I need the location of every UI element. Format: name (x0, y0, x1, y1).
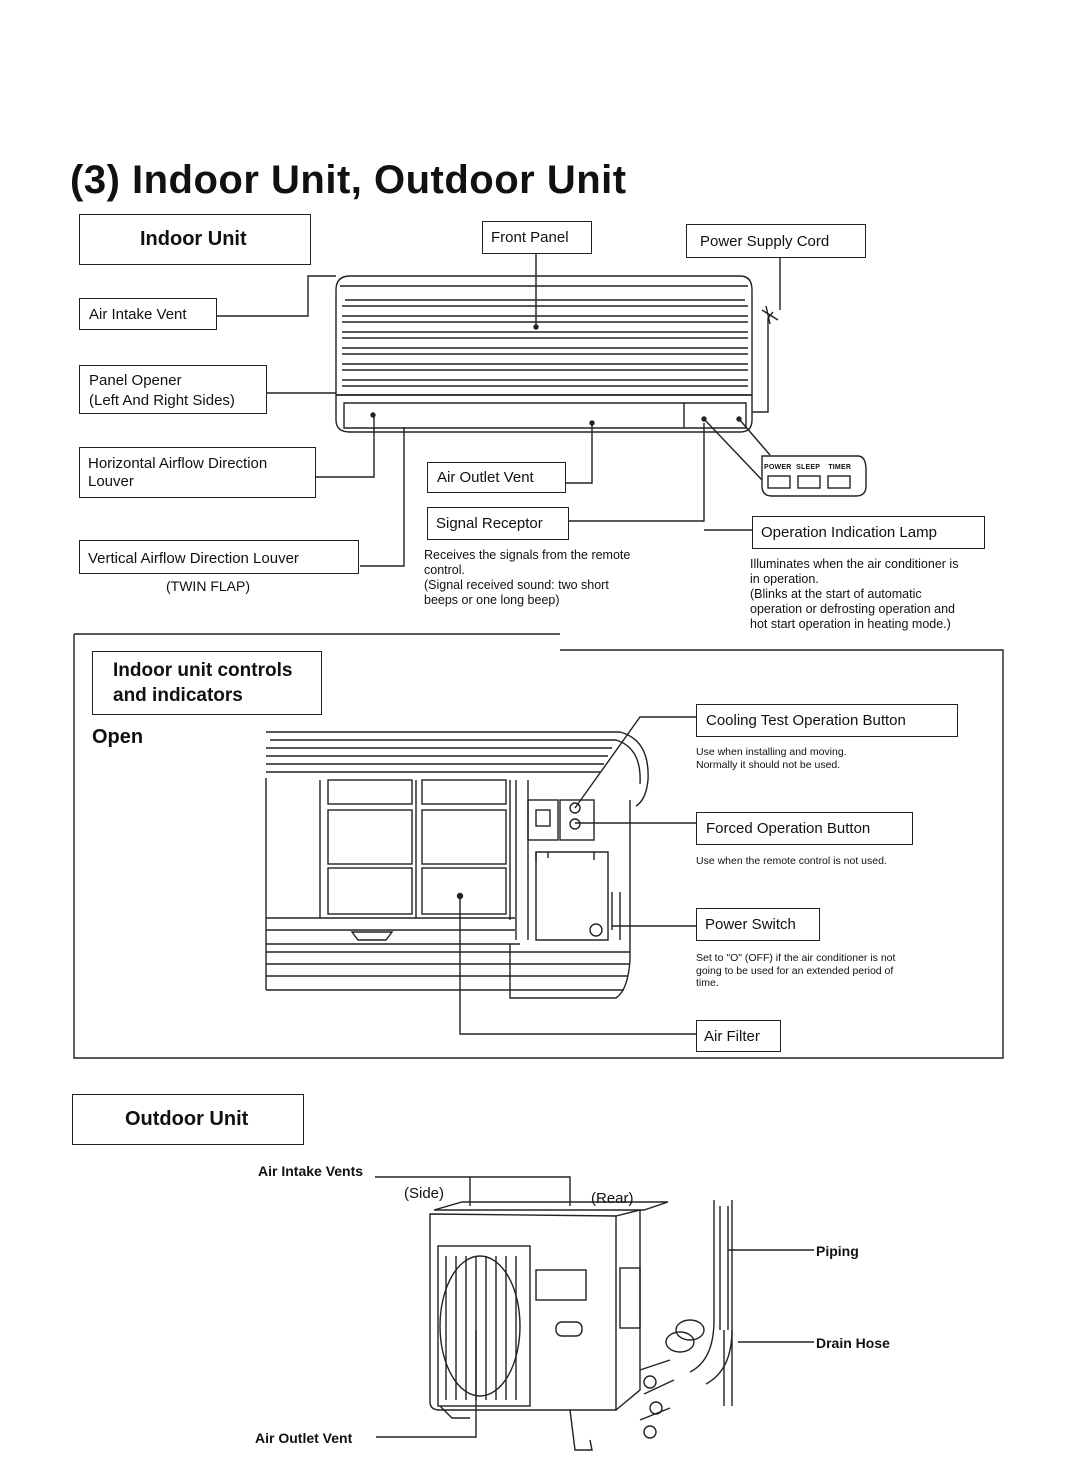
lamp-indicator-labels: POWER SLEEP TIMER (764, 462, 858, 475)
cooling-test-label: Cooling Test Operation Button (706, 712, 906, 729)
signal-receptor-label-box: Signal Receptor (427, 507, 569, 540)
horizontal-louver-label-box: Horizontal Airflow Direction Louver (79, 447, 316, 498)
controls-header-line1: Indoor unit controls (113, 660, 293, 681)
vertical-louver-label: Vertical Airflow Direction Louver (88, 550, 299, 567)
forced-operation-label: Forced Operation Button (706, 820, 871, 837)
indoor-unit-illustration (335, 275, 779, 433)
air-intake-vent-label: Air Intake Vent (89, 306, 187, 323)
piping-label: Piping (816, 1243, 859, 1259)
operation-lamp-label-box: Operation Indication Lamp (752, 516, 985, 549)
cooling-note-line1: Use when installing and moving. (696, 746, 847, 758)
power-supply-cord-label-box: Power Supply Cord (686, 224, 866, 258)
forced-operation-label-box: Forced Operation Button (696, 812, 913, 845)
air-outlet-vent-label-box: Air Outlet Vent (427, 462, 566, 493)
signal-note-line4: beeps or one long beep) (424, 593, 560, 607)
air-outlet-vent-label: Air Outlet Vent (437, 469, 534, 486)
lamp-note-line3: (Blinks at the start of automatic (750, 587, 922, 601)
indoor-unit-header: Indoor Unit (140, 228, 247, 250)
lamp-label-timer: TIMER (828, 464, 852, 471)
cooling-test-note: Use when installing and moving. Normally… (696, 746, 847, 771)
cooling-test-label-box: Cooling Test Operation Button (696, 704, 958, 737)
forced-operation-note: Use when the remote control is not used. (696, 855, 887, 867)
vertical-louver-label-box: Vertical Airflow Direction Louver (79, 540, 359, 574)
signal-receptor-label: Signal Receptor (436, 515, 543, 532)
front-panel-label: Front Panel (491, 229, 569, 246)
horizontal-louver-label-line1: Horizontal Airflow Direction (88, 455, 268, 472)
twin-flap-label: (TWIN FLAP) (166, 578, 250, 594)
signal-note-line2: control. (424, 563, 465, 577)
operation-lamp-label: Operation Indication Lamp (761, 524, 937, 541)
controls-header-line2: and indicators (113, 685, 243, 706)
panel-opener-label-line2: (Left And Right Sides) (89, 392, 235, 409)
power-switch-label-box: Power Switch (696, 908, 820, 941)
power-note-line3: time. (696, 977, 719, 989)
indoor-unit-header-box: Indoor Unit (79, 214, 311, 265)
drain-hose-label: Drain Hose (816, 1335, 890, 1351)
power-switch-label: Power Switch (705, 916, 796, 933)
panel-opener-label-box: Panel Opener (Left And Right Sides) (79, 365, 267, 414)
panel-opener-label-line1: Panel Opener (89, 372, 182, 389)
side-label: (Side) (404, 1185, 445, 1202)
front-panel-label-box: Front Panel (482, 221, 592, 254)
power-switch-note: Set to "O" (OFF) if the air conditioner … (696, 952, 895, 990)
rear-label: (Rear) (591, 1190, 634, 1207)
lamp-label-sleep: SLEEP (796, 464, 821, 471)
lamp-note-line5: hot start operation in heating mode.) (750, 617, 951, 631)
power-supply-cord-label: Power Supply Cord (700, 233, 830, 250)
open-unit-illustration (265, 731, 649, 999)
lamp-note-line2: in operation. (750, 572, 819, 586)
page-title: (3) Indoor Unit, Outdoor Unit (70, 158, 627, 202)
outdoor-unit-illustration (375, 1176, 733, 1451)
air-filter-label: Air Filter (704, 1028, 760, 1045)
signal-receptor-note: Receives the signals from the remote con… (424, 548, 630, 608)
operation-lamp-note: Illuminates when the air conditioner is … (750, 557, 958, 632)
horizontal-louver-label-line2: Louver (88, 473, 134, 490)
power-note-line1: Set to "O" (OFF) if the air conditioner … (696, 952, 896, 964)
open-label: Open (92, 726, 144, 748)
outdoor-unit-header-box: Outdoor Unit (72, 1094, 304, 1145)
lamp-note-line1: Illuminates when the air conditioner is (750, 557, 959, 571)
cooling-note-line2: Normally it should not be used. (696, 758, 841, 771)
signal-note-line1: Receives the signals from the remote (424, 548, 631, 562)
lamp-note-line4: operation or defrosting operation and (750, 602, 956, 616)
outdoor-air-outlet-vent-label: Air Outlet Vent (255, 1430, 353, 1446)
air-filter-label-box: Air Filter (696, 1020, 781, 1052)
air-intake-vent-label-box: Air Intake Vent (79, 298, 217, 330)
controls-header-box: Indoor unit controls and indicators (92, 651, 322, 715)
signal-note-line3: (Signal received sound: two short (424, 578, 609, 592)
lamp-label-power: POWER (764, 464, 792, 471)
power-note-line2: going to be used for an extended period … (696, 964, 894, 977)
outdoor-unit-header: Outdoor Unit (125, 1108, 249, 1130)
air-intake-vents-label: Air Intake Vents (258, 1163, 364, 1179)
